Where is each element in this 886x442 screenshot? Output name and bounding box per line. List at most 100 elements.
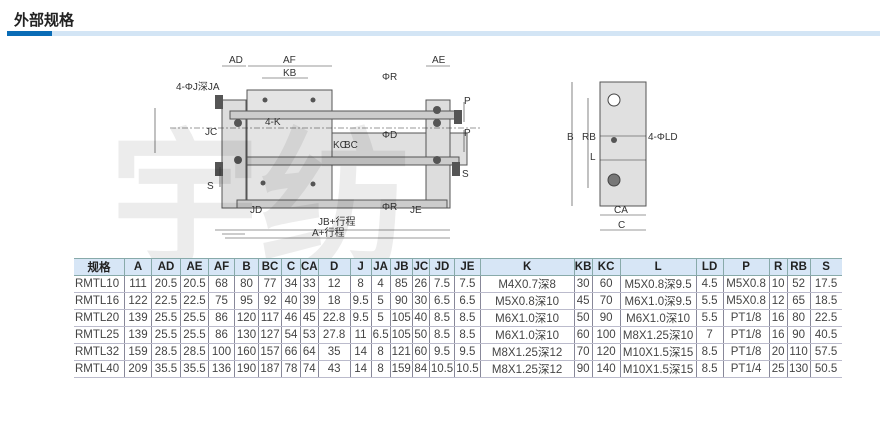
table-cell: 40.5	[809, 326, 842, 344]
label-JD: JD	[250, 205, 262, 216]
table-cell: 77	[258, 275, 282, 293]
table-cell: M8X1.25深12	[479, 343, 575, 361]
table-cell: M10X1.5深15	[619, 360, 697, 378]
table-cell: 28.5	[151, 343, 181, 361]
table-cell: 20.5	[151, 275, 181, 293]
table-cell: M5X0.8	[722, 275, 770, 293]
column-header: CA	[300, 258, 319, 276]
table-cell: 78	[281, 360, 301, 378]
title-underline	[52, 31, 880, 36]
table-cell: 45	[300, 309, 319, 327]
label-AF: AF	[283, 55, 296, 66]
column-header: J	[349, 258, 372, 276]
table-cell: 157	[258, 343, 282, 361]
table-cell: 16	[768, 326, 788, 344]
table-cell: 86	[208, 326, 235, 344]
table-cell: 12	[768, 292, 788, 310]
table-cell: 25.5	[151, 309, 181, 327]
table-cell: 5	[370, 309, 391, 327]
column-header: AE	[180, 258, 209, 276]
table-cell: 100	[591, 326, 621, 344]
table-cell: 10.5	[454, 360, 481, 378]
table-cell: 139	[124, 309, 152, 327]
table-cell: 60	[411, 343, 430, 361]
table-cell: 110	[786, 343, 811, 361]
table-cell: 90	[573, 360, 593, 378]
title-underline-accent	[7, 31, 52, 36]
column-header: JB	[389, 258, 413, 276]
table-cell: 160	[234, 343, 259, 361]
table-cell: 8	[370, 343, 391, 361]
table-cell: 33	[300, 275, 319, 293]
model-cell: RMTL20	[74, 309, 125, 327]
table-cell: 84	[411, 360, 430, 378]
side-label-RB: RB	[582, 132, 596, 143]
table-cell: 65	[786, 292, 811, 310]
table-cell: 50	[573, 309, 593, 327]
table-cell: 86	[208, 309, 235, 327]
label-hole: 4-ΦJ深JA	[176, 81, 220, 93]
table-cell: 92	[258, 292, 282, 310]
table-cell: 40	[411, 309, 430, 327]
model-cell: RMTL10	[74, 275, 125, 293]
section-title: 外部规格	[14, 11, 75, 29]
table-cell: 139	[124, 326, 152, 344]
label-JE: JE	[410, 205, 422, 216]
table-cell: 90	[389, 292, 413, 310]
table-cell: 54	[281, 326, 301, 344]
table-cell: PT1/4	[722, 360, 770, 378]
table-cell: 25	[768, 360, 788, 378]
table-cell: 90	[591, 309, 621, 327]
table-cell: 159	[124, 343, 152, 361]
side-label-CA: CA	[614, 205, 628, 216]
table-cell: 75	[208, 292, 235, 310]
model-cell: RMTL16	[74, 292, 125, 310]
table-cell: 53	[300, 326, 319, 344]
table-cell: 190	[234, 360, 259, 378]
column-header: KC	[591, 258, 621, 276]
table-cell: 6.5	[370, 326, 391, 344]
table-cell: 43	[317, 360, 351, 378]
label-phiR-bottom: ΦR	[382, 202, 397, 213]
table-cell: M6X1.0深10	[479, 309, 575, 327]
column-header: RB	[786, 258, 811, 276]
table-cell: 8.5	[454, 326, 481, 344]
table-cell: 14	[349, 360, 372, 378]
table-cell: 27.8	[317, 326, 351, 344]
side-label-B: B	[567, 132, 574, 143]
table-cell: 187	[258, 360, 282, 378]
table-cell: 9.5	[428, 343, 455, 361]
label-AE: AE	[432, 55, 446, 66]
table-cell: 18	[317, 292, 351, 310]
table-cell: M4X0.7深8	[479, 275, 575, 293]
label-JC: JC	[205, 127, 217, 138]
table-cell: 35.5	[180, 360, 209, 378]
table-cell: M8X1.25深12	[479, 360, 575, 378]
table-cell: 52	[786, 275, 811, 293]
table-cell: 130	[234, 326, 259, 344]
column-header: JA	[370, 258, 391, 276]
column-header: KB	[573, 258, 593, 276]
table-cell: 8.5	[428, 326, 455, 344]
table-cell: 25.5	[180, 326, 209, 344]
table-cell: 9.5	[349, 309, 372, 327]
label-phiD: ΦD	[382, 130, 397, 141]
table-cell: 20.5	[180, 275, 209, 293]
side-label-LD: 4-ΦLD	[648, 132, 678, 143]
table-cell: 105	[389, 326, 413, 344]
table-cell: 8.5	[454, 309, 481, 327]
table-cell: 9.5	[349, 292, 372, 310]
table-cell: 159	[389, 360, 413, 378]
table-cell: 100	[208, 343, 235, 361]
side-label-C: C	[618, 220, 625, 231]
table-cell: 7.5	[454, 275, 481, 293]
table-cell: 8.5	[695, 343, 724, 361]
column-header: BC	[258, 258, 282, 276]
label-P-top: P	[464, 96, 471, 107]
label-A: A+行程	[312, 226, 345, 239]
table-cell: 22.8	[317, 309, 351, 327]
